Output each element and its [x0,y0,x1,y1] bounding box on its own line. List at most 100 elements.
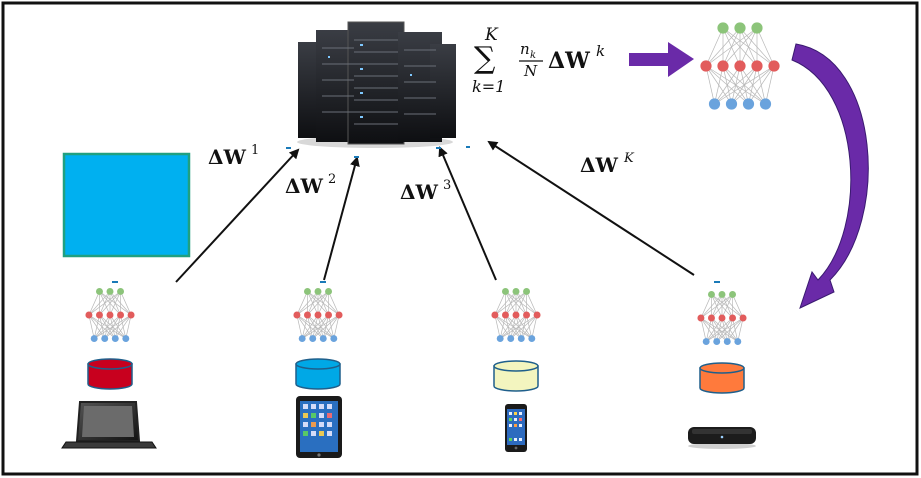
network-node [293,311,301,319]
network-edge [714,65,741,105]
update-arrows [175,140,695,283]
network-node [106,311,114,319]
network-node [330,335,338,343]
phone-icon [505,404,527,452]
update-label-K: ΔW [580,153,619,177]
set-top-box-database-icon [699,362,745,394]
network-edge [748,65,775,105]
network-edge [765,65,775,105]
network-edge [301,314,319,339]
network-node [85,311,93,319]
network-edge [721,294,733,319]
network-node [319,335,327,343]
network-node [325,287,333,295]
network-node [708,98,721,110]
network-node [309,335,317,343]
network-node [523,287,531,295]
network-node [127,311,135,319]
fraction-numerator: n [520,40,530,58]
network-node [303,311,311,319]
network-edge [302,314,340,339]
network-edge [520,314,538,339]
laptop-icon [61,401,157,449]
network-edge [88,291,111,316]
network-node [713,338,721,346]
network-edge [93,314,121,339]
network-edge [731,65,775,105]
network-node [101,335,109,343]
tablet-icon [296,396,342,458]
network-edge [700,294,723,319]
network-edge [333,314,340,339]
network-edge [700,294,712,319]
sum-symbol: ∑ [474,41,496,76]
network-edge [499,314,527,339]
network-node [707,314,715,322]
network-node [707,290,715,298]
network-node [335,311,343,319]
network-node [314,287,322,295]
network-node [725,98,738,110]
network-edge [499,314,517,339]
network-edge [505,291,527,316]
update-label-3: ΔW [400,180,439,204]
network-edge [705,65,715,105]
network-edge [700,294,733,319]
network-edge [700,317,707,342]
network-node [507,335,515,343]
sum-upper-limit: K [484,25,499,45]
network-edge [739,27,758,67]
network-node [95,287,103,295]
fraction-denominator: N [523,62,538,80]
network-edge [88,314,95,339]
network-node [700,60,712,72]
network-node [95,311,103,319]
network-edge [726,317,744,342]
aggregation-update-term: ΔW [548,48,590,74]
network-edge [494,291,527,316]
network-node [729,290,737,298]
phone-database-icon [493,360,539,392]
network-node [729,314,737,322]
network-node [751,60,763,72]
network-node [298,335,306,343]
aggregation-update-superscript: k [596,42,605,60]
network-edge [104,314,132,339]
network-node [325,311,333,319]
network-edge [705,27,741,67]
network-edge [705,27,724,67]
network-edge [301,314,329,339]
network-edge [296,291,308,316]
network-edge [88,291,121,316]
network-node [117,287,125,295]
network-edge [705,317,723,342]
network-node [718,314,726,322]
network-node [512,311,520,319]
network-node [496,335,504,343]
tablet-database-icon [295,358,341,390]
network-edge [705,317,733,342]
network-node [717,60,729,72]
network-edge [93,314,111,339]
aggregation-formula: K ∑ k=1 n k N ΔW k [472,25,605,96]
network-edge [705,317,712,342]
update-label-K-superscript: K [623,151,635,166]
global-model-network-icon [700,22,780,110]
network-node [718,290,726,298]
update-arrow-3 [438,146,497,281]
network-edge [494,314,501,339]
update-label-2: ΔW [285,174,324,198]
cyan-box [62,152,191,258]
network-edge [714,65,758,105]
network-node [759,98,772,110]
network-edge [301,314,308,339]
network-edge [515,291,527,316]
network-node [751,22,763,34]
network-edge [296,291,329,316]
network-edge [500,314,538,339]
network-node [512,287,520,295]
update-arrow-1 [175,148,300,283]
network-node [106,287,114,295]
